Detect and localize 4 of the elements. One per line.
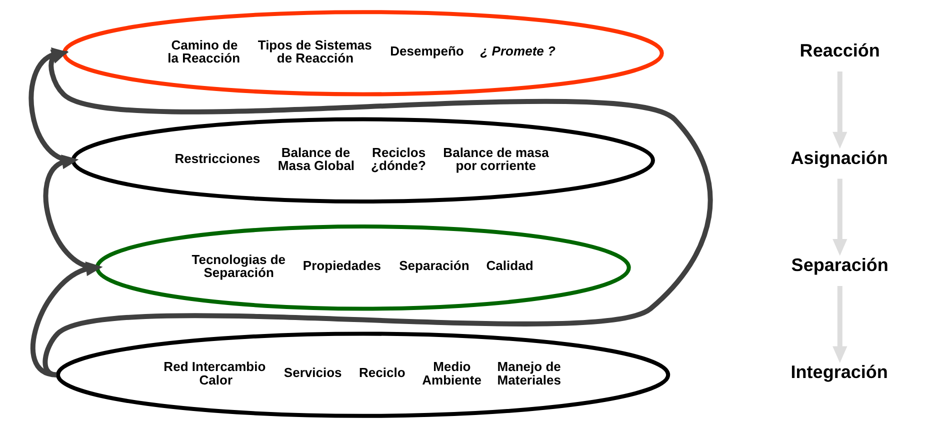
node-text: Integración [790,362,888,382]
node-text: Separación [790,255,888,276]
node-text: Reacción [799,40,880,61]
node-text: Asignación [790,148,888,168]
